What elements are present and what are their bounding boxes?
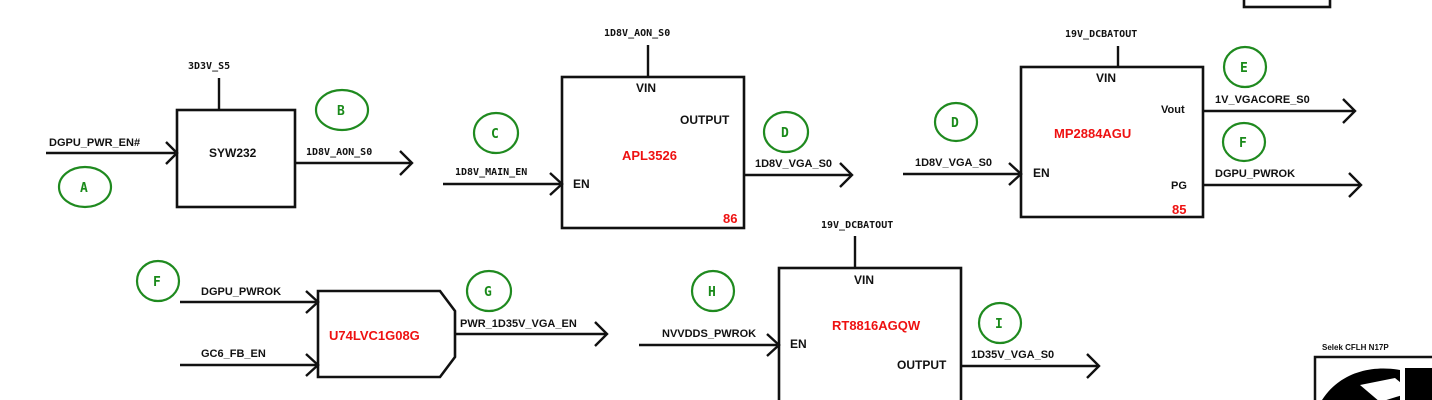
pwr-1d35v-en-label: PWR_1D35V_VGA_EN — [460, 318, 577, 330]
gc6-fb-en-label: GC6_FB_EN — [201, 348, 266, 360]
svg-text:B: B — [337, 104, 345, 119]
apl3526-vin-pin: VIN — [636, 81, 656, 95]
apl3526-chip-name: APL3526 — [622, 148, 677, 163]
vgacore-arrowhead — [1342, 98, 1357, 124]
out-1d35v-label: 1D35V_VGA_S0 — [971, 349, 1054, 361]
syw232-box — [175, 108, 297, 209]
vgacore-label: 1V_VGACORE_S0 — [1215, 94, 1310, 106]
svg-text:D: D — [781, 126, 789, 141]
svg-text:F: F — [1239, 136, 1247, 151]
svg-text:D: D — [951, 116, 959, 131]
gc6-fb-en-arrowhead — [305, 353, 320, 377]
dgpu-pwrok-in-arrowhead — [305, 290, 320, 314]
and-gate-body — [316, 289, 457, 379]
main-en-label: 1D8V_MAIN_EN — [455, 167, 527, 178]
block-and-gate: U74LVC1G08G DGPU_PWROK GC6_FB_EN PWR_1D3… — [180, 286, 609, 379]
partial-box-top-right — [1242, 0, 1332, 9]
dell-logo-icon — [1313, 355, 1432, 400]
marker-f-output: F — [1221, 121, 1267, 163]
out-1d35v-arrowhead — [1086, 353, 1101, 379]
svg-text:H: H — [708, 285, 716, 300]
apl3526-en-pin: EN — [573, 177, 590, 191]
apl3526-output-pin: OUTPUT — [680, 113, 730, 127]
aon-out-label: 1D8V_AON_S0 — [306, 147, 372, 158]
dgpu-pwr-en-arrowhead — [165, 141, 179, 165]
block-rt8816: 19V_DCBATOUT VIN RT8816AGQW EN OUTPUT NV… — [639, 220, 1101, 400]
marker-g: G — [465, 269, 513, 313]
dgpu-pwrok-out-label: DGPU_PWROK — [1215, 168, 1295, 180]
syw232-chip-name: SYW232 — [209, 146, 257, 160]
pwr-1d35v-en-arrowhead — [594, 321, 609, 347]
nvvdds-pwrok-label: NVVDDS_PWROK — [662, 328, 756, 340]
marker-i: I — [977, 301, 1023, 345]
mp2884-vin-pin: VIN — [1096, 71, 1116, 85]
mp2884-chip-name: MP2884AGU — [1054, 126, 1131, 141]
block-mp2884: 19V_DCBATOUT VIN Vout MP2884AGU EN PG 85… — [903, 29, 1363, 219]
aon-out-arrowhead — [399, 150, 414, 176]
svg-text:F: F — [153, 275, 161, 290]
vga-out-label: 1D8V_VGA_S0 — [755, 158, 832, 170]
marker-a: A — [57, 165, 113, 209]
nvvdds-pwrok-arrowhead — [766, 333, 781, 357]
vga-out-arrowhead — [839, 162, 854, 188]
marker-e: E — [1222, 45, 1268, 89]
rt8816-chip-name: RT8816AGQW — [832, 318, 921, 333]
mp2884-box — [1019, 65, 1205, 219]
svg-text:G: G — [484, 285, 492, 300]
marker-b: B — [314, 88, 370, 132]
mp2884-pg-pin: PG — [1171, 180, 1187, 192]
mp2884-en-pin: EN — [1033, 166, 1050, 180]
marker-h: H — [690, 269, 736, 313]
project-name: Selek CFLH N17P — [1322, 343, 1389, 352]
block-apl3526: 1D8V_AON_S0 VIN OUTPUT APL3526 EN 86 1D8… — [443, 28, 854, 230]
apl3526-box — [560, 75, 746, 230]
svg-text:E: E — [1240, 61, 1248, 76]
and-gate-chip-name: U74LVC1G08G — [329, 328, 420, 343]
svg-text:I: I — [995, 317, 1003, 332]
marker-f-input: F — [135, 259, 181, 303]
apl3526-supply-label: 1D8V_AON_S0 — [604, 28, 670, 39]
marker-c: C — [472, 111, 520, 155]
marker-d-right-of-apl3526: D — [762, 110, 810, 154]
svg-text:A: A — [80, 181, 88, 196]
block-syw232: 3D3V_S5 SYW232 DGPU_PWR_EN# 1D8V_AON_S0 — [46, 61, 414, 209]
mp2884-page-number: 85 — [1172, 202, 1186, 217]
dgpu-pwrok-out-arrowhead — [1348, 172, 1363, 198]
rt8816-output-pin: OUTPUT — [897, 358, 947, 372]
rt8816-supply-label: 19V_DCBATOUT — [821, 220, 893, 231]
marker-d-left-of-mp2884: D — [933, 101, 979, 143]
main-en-arrowhead — [549, 172, 564, 196]
svg-text:C: C — [491, 127, 499, 142]
dgpu-pwrok-in-label: DGPU_PWROK — [201, 286, 281, 298]
mp2884-vout-pin: Vout — [1161, 104, 1185, 116]
mp2884-supply-label: 19V_DCBATOUT — [1065, 29, 1137, 40]
rt8816-box — [777, 266, 963, 400]
vga-in-label: 1D8V_VGA_S0 — [915, 157, 992, 169]
syw232-supply-label: 3D3V_S5 — [188, 61, 230, 72]
rt8816-vin-pin: VIN — [854, 273, 874, 287]
rt8816-en-pin: EN — [790, 337, 807, 351]
dgpu-pwr-en-label: DGPU_PWR_EN# — [49, 137, 140, 149]
vga-in-arrowhead — [1008, 162, 1023, 186]
apl3526-page-number: 86 — [723, 211, 737, 226]
